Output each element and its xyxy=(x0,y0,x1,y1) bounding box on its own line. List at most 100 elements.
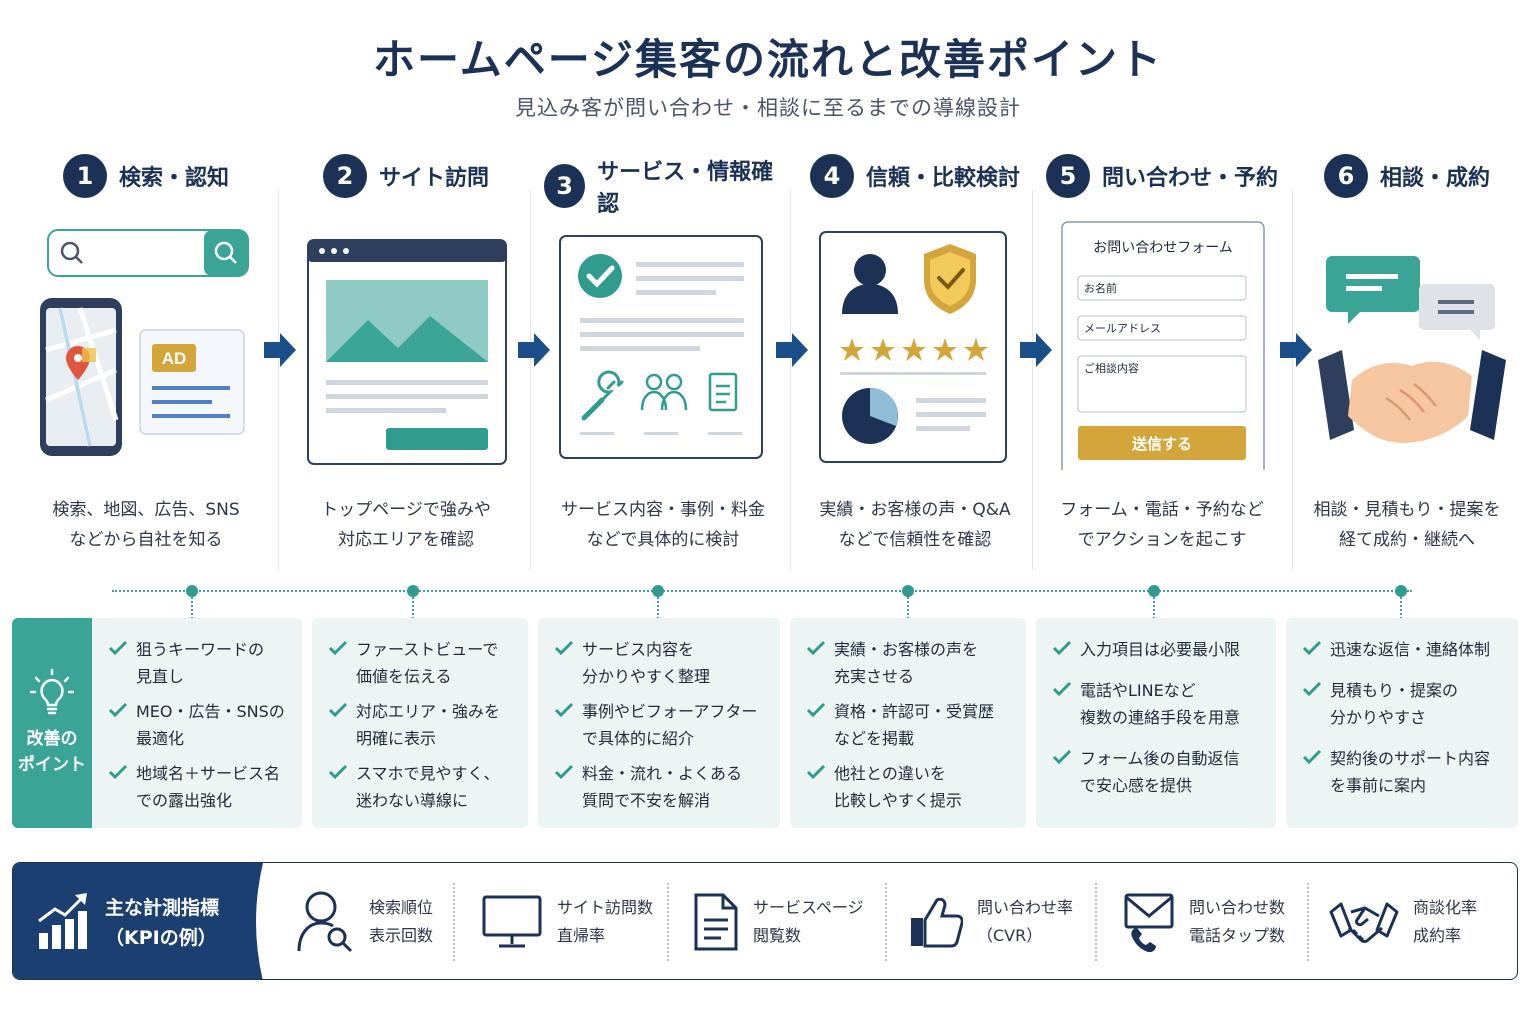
page-title: ホームページ集客の流れと改善ポイント xyxy=(373,35,1163,84)
check-icon xyxy=(328,640,348,656)
monitor-icon xyxy=(482,895,542,948)
check-icon xyxy=(328,764,348,780)
check-icon xyxy=(806,764,826,780)
tip-item: 迅速な返信・連絡体制 xyxy=(1302,636,1508,663)
check-icon xyxy=(328,702,348,718)
check-icon xyxy=(554,640,574,656)
check-icon xyxy=(1302,749,1322,765)
user-icon xyxy=(842,254,898,314)
trust-compare-illustration xyxy=(819,231,1007,463)
website-illustration xyxy=(307,239,507,465)
connector-dot xyxy=(1395,585,1407,597)
submit-button xyxy=(1078,426,1246,460)
step-header: 1 検索・認知 xyxy=(20,154,272,198)
divider xyxy=(530,190,531,570)
kpi-divider xyxy=(667,883,669,961)
smartphone-map-icon xyxy=(40,298,122,456)
email-field-label: メールアドレス xyxy=(1084,322,1161,335)
check-icon xyxy=(1302,681,1322,697)
tip-item: 他社との違いを比較しやすく提示 xyxy=(806,760,1016,814)
check-icon xyxy=(1302,640,1322,656)
user-search-icon xyxy=(297,891,353,953)
kpi-item: 商談化率成約率 xyxy=(1329,863,1477,979)
step-title: サイト訪問 xyxy=(378,166,489,191)
tip-column-3: サービス内容を分かりやすく整理 事例やビフォーアフターで具体的に紹介 料金・流れ… xyxy=(538,618,780,828)
growth-chart-icon xyxy=(38,893,87,949)
check-icon xyxy=(1052,640,1072,656)
tip-column-4: 実績・お客様の声を充実させる 資格・許認可・受賞歴などを掲載 他社との違いを比較… xyxy=(790,618,1026,828)
handshake-icon xyxy=(1318,350,1506,443)
tip-item: 地域名＋サービス名での露出強化 xyxy=(108,760,292,814)
tip-item: 契約後のサポート内容を事前に案内 xyxy=(1302,745,1508,799)
chat-bubble-icon xyxy=(1326,256,1420,324)
search-awareness-illustration: AD xyxy=(40,229,249,456)
check-icon xyxy=(1052,749,1072,765)
check-circle-icon xyxy=(578,254,622,298)
tip-item: 事例やビフォーアフターで具体的に紹介 xyxy=(554,698,770,752)
ad-card-icon: AD xyxy=(139,329,245,435)
service-info-illustration xyxy=(559,235,763,459)
connector-drop xyxy=(1400,597,1402,619)
arrow-right-icon xyxy=(264,333,296,367)
check-icon xyxy=(806,640,826,656)
document-icon xyxy=(694,893,738,951)
arrow-right-icon xyxy=(1020,333,1052,367)
people-icon xyxy=(640,373,688,411)
kpi-divider xyxy=(453,883,455,961)
step-header: 2 サイト訪問 xyxy=(290,154,522,198)
step-number: 4 xyxy=(809,154,854,198)
connector-drop xyxy=(1153,597,1155,619)
arrow-right-icon xyxy=(776,333,808,367)
tip-item: 対応エリア・強みを明確に表示 xyxy=(328,698,518,752)
step-number: 2 xyxy=(322,154,367,198)
tip-item: 入力項目は必要最小限 xyxy=(1052,636,1266,663)
image-placeholder-icon xyxy=(326,280,488,362)
connector-dot xyxy=(1148,585,1160,597)
kpi-header-background xyxy=(13,863,263,979)
step-title: 相談・成約 xyxy=(1379,166,1490,191)
step-title: 検索・認知 xyxy=(118,166,229,191)
connector-drop xyxy=(412,597,414,619)
message-field-label: ご相談内容 xyxy=(1084,361,1139,375)
kpi-divider xyxy=(885,883,887,961)
kpi-title: 主な計測指標（KPIの例） xyxy=(105,897,220,949)
tip-column-5: 入力項目は必要最小限 電話やLINEなど複数の連絡手段を用意 フォーム後の自動返… xyxy=(1036,618,1276,828)
step-description: フォーム・電話・予約などでアクションを起こす xyxy=(1060,500,1264,550)
check-icon xyxy=(1052,681,1072,697)
check-icon xyxy=(554,702,574,718)
step-header: 4 信頼・比較検討 xyxy=(800,154,1030,198)
connector-dot xyxy=(186,585,198,597)
divider xyxy=(1032,190,1033,570)
kpi-item: 問い合わせ数電話タップ数 xyxy=(1123,863,1285,979)
connector-line xyxy=(112,590,1412,592)
lightbulb-icon xyxy=(30,668,74,715)
step-5: 5 問い合わせ・予約 お問い合わせフォーム お名前 メールアドレス ご相談内容 … xyxy=(1046,150,1278,570)
five-star-rating-icon xyxy=(840,338,988,361)
handshake-icon xyxy=(1329,902,1399,943)
tip-item: 料金・流れ・よくある質問で不安を解消 xyxy=(554,760,770,814)
search-button-icon xyxy=(214,241,237,264)
arrow-right-icon xyxy=(1280,333,1312,367)
step-description: トップページで強みや対応エリアを確認 xyxy=(321,500,491,550)
tip-column-1: 狙うキーワードの見直し MEO・広告・SNSの最適化 地域名＋サービス名での露出… xyxy=(92,618,302,828)
step-description: 相談・見積もり・提案を経て成約・継続へ xyxy=(1313,500,1501,550)
shield-check-icon xyxy=(924,244,976,314)
tip-item: 実績・お客様の声を充実させる xyxy=(806,636,1016,690)
connector-dot xyxy=(652,585,664,597)
connector-drop xyxy=(191,597,193,619)
step-number: 1 xyxy=(62,154,107,198)
step-title: 問い合わせ・予約 xyxy=(1102,166,1279,191)
check-icon xyxy=(108,702,128,718)
connector-drop xyxy=(657,597,659,619)
step-header: 3 サービス・情報確認 xyxy=(544,154,782,218)
consultation-deal-illustration xyxy=(1318,256,1506,443)
arrow-right-icon xyxy=(518,333,550,367)
thumbs-up-icon xyxy=(911,897,963,948)
tip-column-6: 迅速な返信・連絡体制 見積もり・提案の分かりやすさ 契約後のサポート内容を事前に… xyxy=(1286,618,1518,828)
tip-item: スマホで見やすく、迷わない導線に xyxy=(328,760,518,814)
divider xyxy=(790,190,791,570)
mail-phone-icon xyxy=(1124,893,1174,952)
